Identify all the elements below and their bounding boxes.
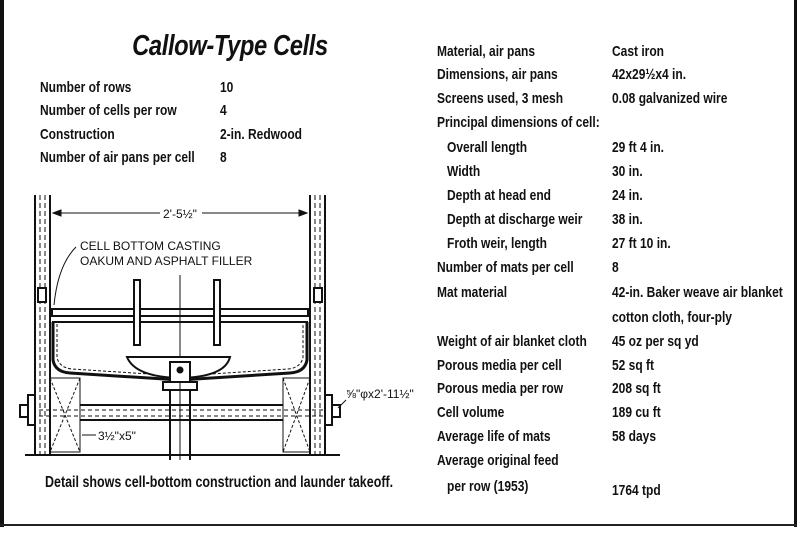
- spec-label: Depth at head end: [447, 187, 552, 204]
- spec-value: 42-in. Baker weave air blanket: [612, 284, 783, 301]
- spec-label: Construction: [40, 126, 115, 143]
- spec-value: 8: [612, 259, 619, 276]
- spec-label: Cell volume: [437, 404, 505, 421]
- spec-value: 38 in.: [612, 211, 643, 228]
- spec-label: Average life of mats: [437, 428, 551, 445]
- spec-label: Material, air pans: [437, 43, 536, 60]
- spec-label: Porous media per row: [437, 380, 564, 397]
- spec-value: 27 ft 10 in.: [612, 235, 671, 252]
- frame-border-left: [0, 0, 4, 527]
- block-size-label: 3½"x5": [98, 429, 136, 443]
- leader-arrow: [53, 246, 77, 306]
- spec-value: 42x29½x4 in.: [612, 66, 687, 83]
- spec-label: Depth at discharge weir: [447, 211, 583, 228]
- spec-label: Weight of air blanket cloth: [437, 333, 587, 350]
- spec-label: Number of air pans per cell: [40, 149, 195, 166]
- frame-border-bottom: [0, 524, 797, 526]
- page-title: Callow-Type Cells: [132, 30, 328, 62]
- spec-label: Number of rows: [40, 79, 132, 96]
- spec-value: 10: [220, 79, 234, 96]
- spec-value: 45 oz per sq yd: [612, 333, 699, 350]
- spec-value: Cast iron: [612, 43, 665, 60]
- bolt-left: [19, 394, 36, 426]
- spec-label: Mat material: [437, 284, 508, 301]
- note-label: OAKUM AND ASPHALT FILLER: [80, 254, 253, 268]
- dimension-line: 2'-5½": [51, 203, 309, 225]
- spec-label: Porous media per cell: [437, 357, 562, 374]
- bolt-leader: [337, 399, 347, 409]
- spec-value: cotton cloth, four-ply: [612, 309, 732, 326]
- figure-caption: Detail shows cell-bottom construction an…: [45, 474, 394, 491]
- support-blocks: [25, 377, 340, 453]
- note-label: CELL BOTTOM CASTING: [80, 239, 221, 253]
- spec-value: 52 sq ft: [612, 357, 655, 374]
- bolt-right: [324, 394, 341, 426]
- spec-value: 58 days: [612, 428, 657, 445]
- spec-value: 189 cu ft: [612, 404, 661, 421]
- spec-value: 0.08 galvanized wire: [612, 90, 728, 107]
- spec-value: 29 ft 4 in.: [612, 139, 665, 156]
- cell-tank: [51, 275, 309, 460]
- spec-label: Number of mats per cell: [437, 259, 574, 276]
- spec-label: Principal dimensions of cell:: [437, 114, 600, 131]
- spec-value: 8: [220, 149, 227, 166]
- spec-label: Average original feed: [437, 452, 559, 469]
- spec-value: 24 in.: [612, 187, 643, 204]
- spec-label: Dimensions, air pans: [437, 66, 558, 83]
- spec-label: per row (1953): [447, 478, 529, 495]
- dimension-label: 2'-5½": [163, 207, 197, 221]
- spec-label: Screens used, 3 mesh: [437, 90, 564, 107]
- spec-label: Overall length: [447, 139, 528, 156]
- spec-label: Width: [447, 163, 481, 180]
- spec-value: 2-in. Redwood: [220, 126, 302, 143]
- bolt-size-label: ⅝"φx2'-11½": [346, 387, 414, 401]
- spec-value: 4: [220, 102, 227, 119]
- spec-value: 1764 tpd: [612, 482, 661, 499]
- spec-label: Number of cells per row: [40, 102, 177, 119]
- spec-value: 208 sq ft: [612, 380, 661, 397]
- spec-value: 30 in.: [612, 163, 643, 180]
- spec-label: Froth weir, length: [447, 235, 548, 252]
- frame-border-right: [794, 0, 797, 527]
